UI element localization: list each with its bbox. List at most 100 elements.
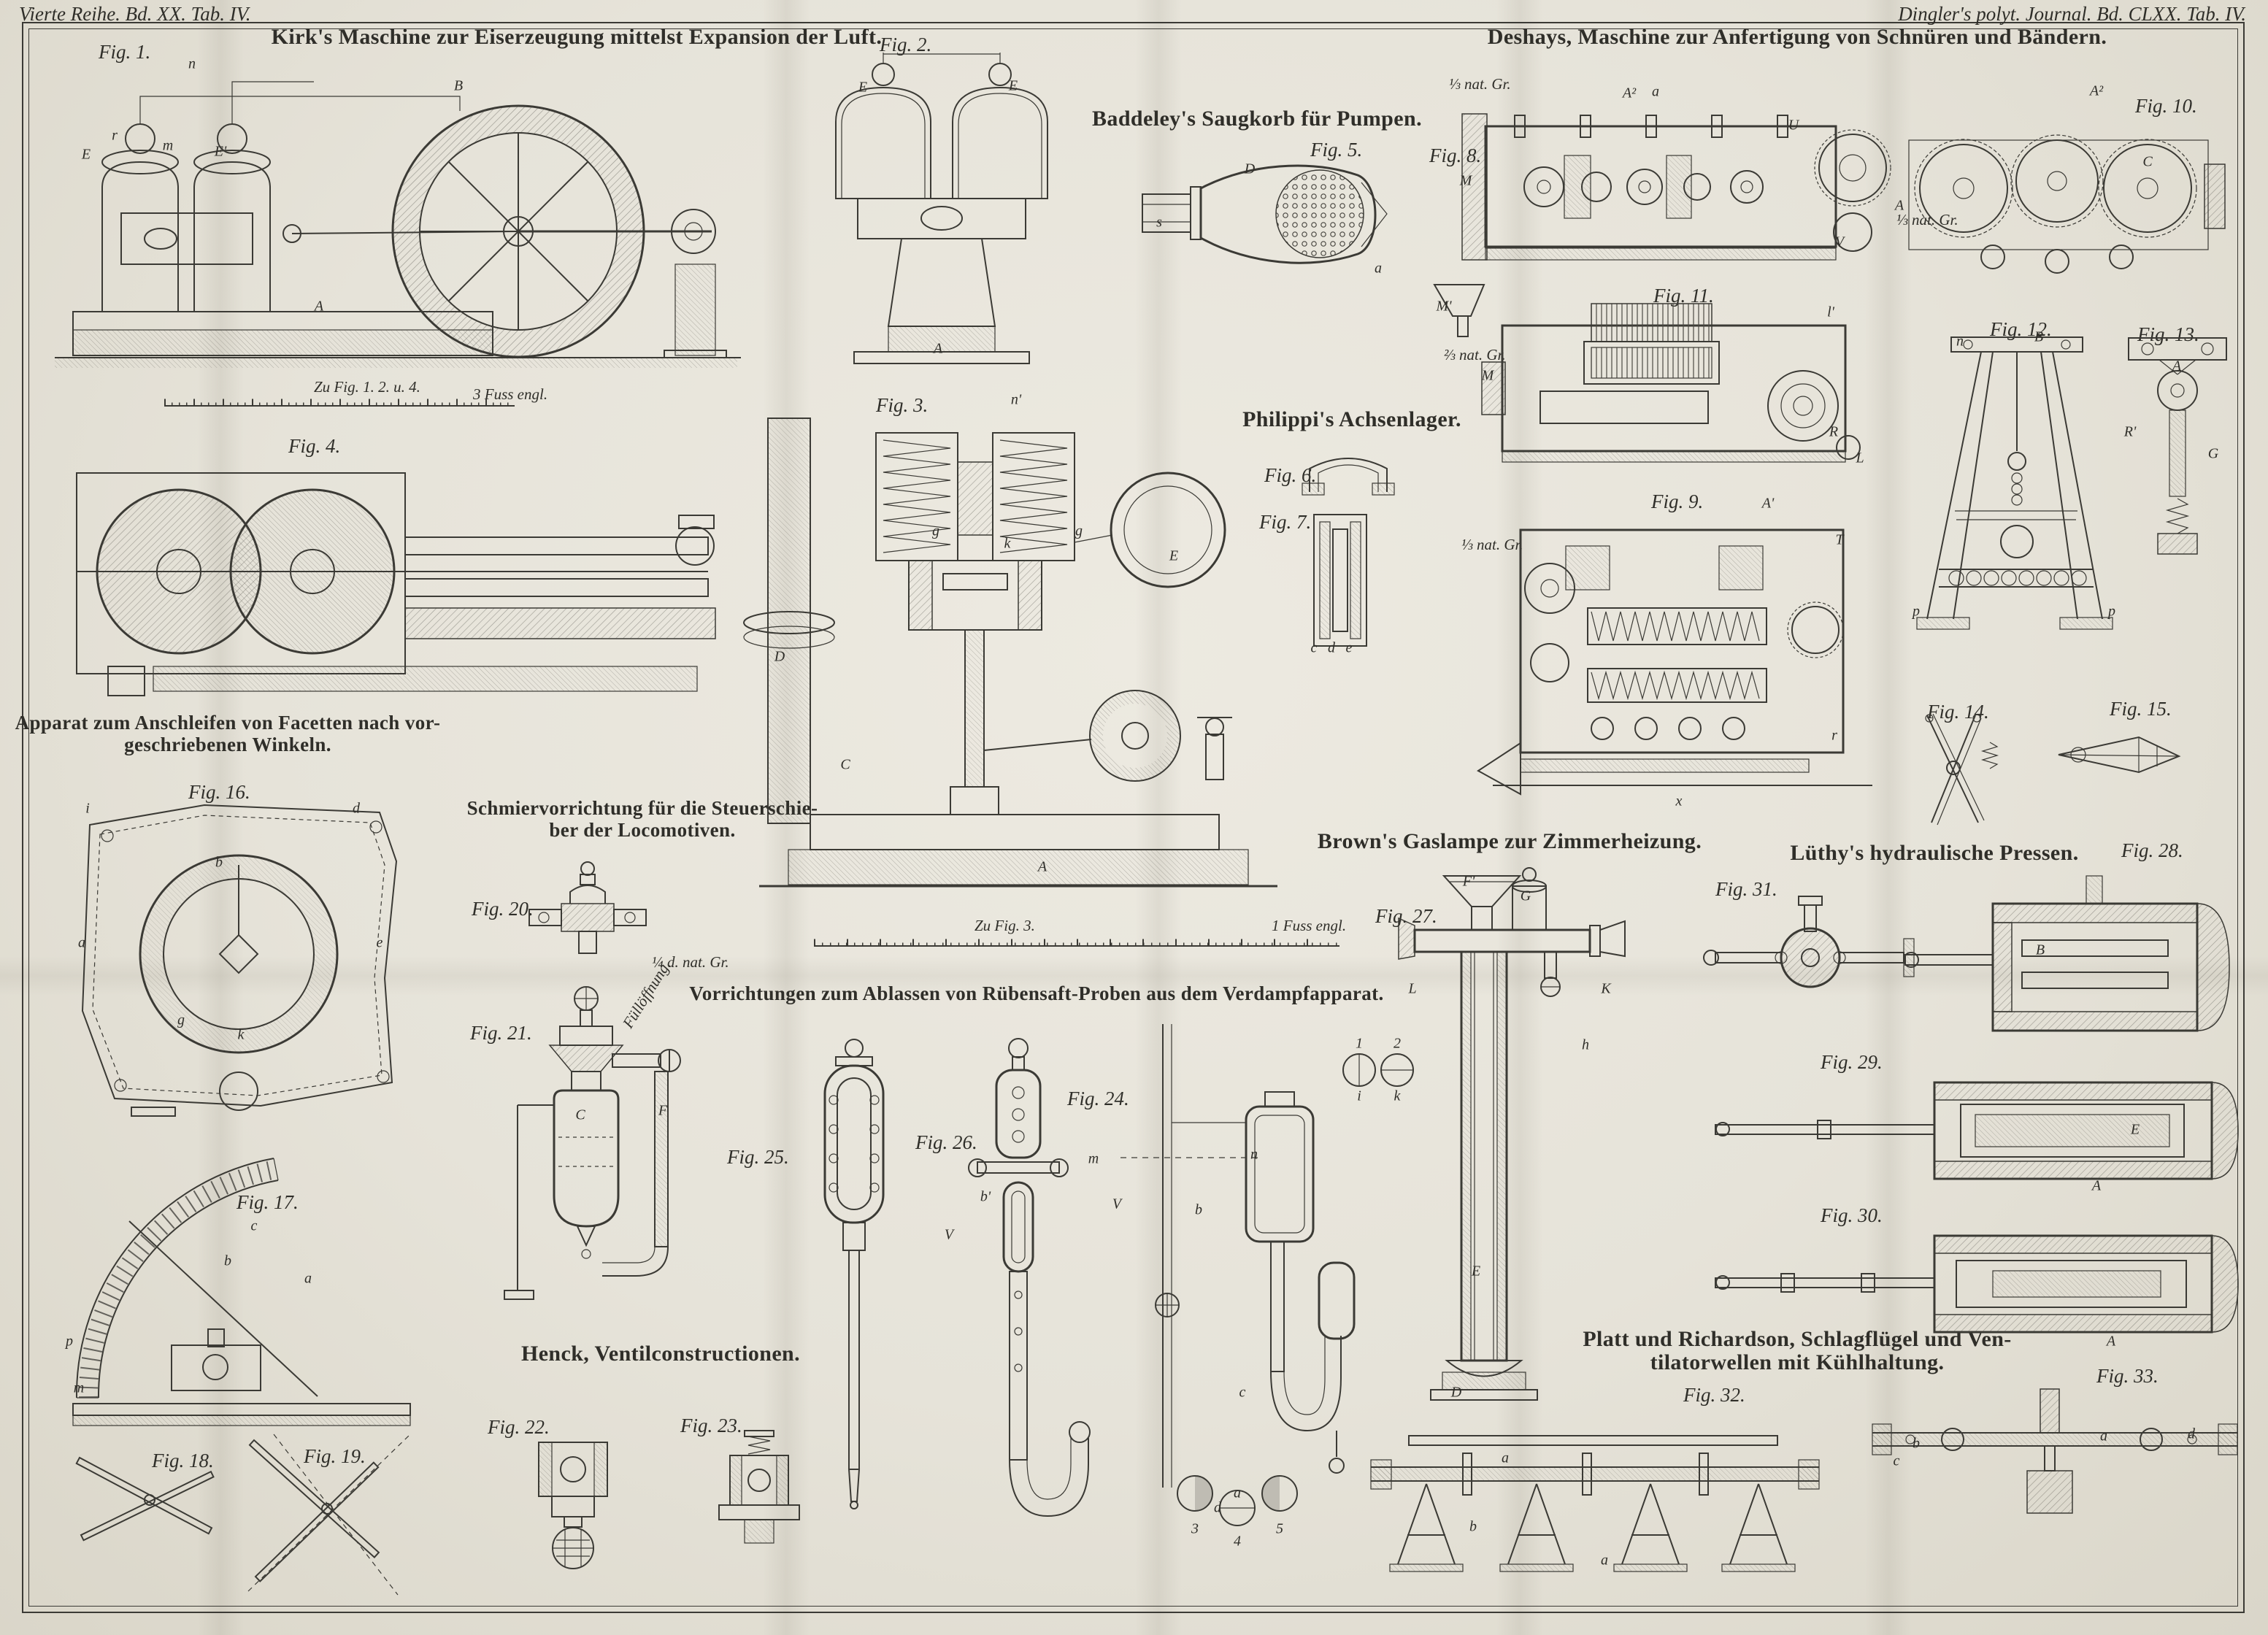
- figure-letter-callout: i: [85, 800, 90, 817]
- fig19-drawing: [247, 1434, 410, 1596]
- section-title-philippi: Philippi's Achsenlager.: [1242, 407, 1461, 431]
- figure-letter-callout: E: [1471, 1263, 1481, 1280]
- figure-letter-callout: n: [1250, 1146, 1258, 1163]
- figure-letter-callout: C: [840, 756, 850, 773]
- fig5-drawing: [1142, 164, 1388, 264]
- figure-letter-callout: d: [353, 800, 360, 817]
- figure-letter-callout: r: [1831, 727, 1837, 744]
- figure-letter-callout: B: [2035, 942, 2045, 958]
- figure-letter-callout: p: [66, 1333, 73, 1350]
- figure-letter-callout: k: [237, 1026, 245, 1043]
- figure-letter-callout: l': [1827, 304, 1834, 320]
- fig7-drawing: [1313, 514, 1367, 647]
- figure-letter-callout: m: [1088, 1150, 1099, 1167]
- figure-letter-callout: 5: [1276, 1520, 1283, 1537]
- fig4-drawing: [76, 472, 716, 696]
- fig-label-13: Fig. 13.: [2137, 323, 2199, 345]
- section-title-brown: Brown's Gaslampe zur Zimmerheizung.: [1317, 829, 1702, 853]
- fig15-drawing: [2058, 736, 2181, 774]
- figure-letter-callout: A: [1894, 197, 1904, 214]
- scale-caption-fig124: Zu Fig. 1. 2. u. 4.: [314, 378, 420, 396]
- figure-letter-callout: i: [1357, 1088, 1361, 1104]
- fig-label-28: Fig. 28.: [2121, 839, 2183, 861]
- fig-label-9: Fig. 9.: [1651, 490, 1704, 512]
- figure-letter-callout: b: [1195, 1201, 1202, 1218]
- section-title-vorrichtungen: Vorrichtungen zum Ablassen von Rübensaft…: [689, 982, 1384, 1004]
- figure-letter-callout: a: [1375, 260, 1382, 277]
- figure-letter-callout: a: [304, 1270, 312, 1287]
- figure-letter-callout: b: [1913, 1435, 1920, 1452]
- fig26-drawing: [968, 1038, 1091, 1517]
- figure-letter-callout: A: [2091, 1177, 2102, 1194]
- figure-letter-callout: M: [1481, 367, 1494, 384]
- fig11-drawing: [1481, 303, 1861, 463]
- figure-letter-callout: G: [2207, 445, 2219, 462]
- section-title-baddeley: Baddeley's Saugkorb für Pumpen.: [1092, 107, 1422, 131]
- figure-letter-callout: B: [2034, 328, 2044, 345]
- scale-bar-fig3: [814, 939, 1339, 947]
- section-title-luethy: Lüthy's hydraulische Pressen.: [1790, 841, 2079, 865]
- figure-letter-callout: K: [1601, 980, 1611, 997]
- fig31-drawing: [1703, 896, 1915, 988]
- fig17-drawing: [72, 1158, 411, 1426]
- figure-letter-callout: U: [1788, 117, 1799, 134]
- fig12-drawing: [1916, 336, 2113, 630]
- figure-letter-callout: m: [73, 1380, 85, 1396]
- figure-letter-callout: C: [2142, 153, 2153, 170]
- figure-letter-callout: d: [2188, 1426, 2195, 1442]
- section-title-schmier-line2: ber der Locomotiven.: [549, 819, 736, 841]
- figure-letter-callout: k: [1394, 1088, 1401, 1104]
- figure-letter-callout: G: [1520, 888, 1531, 904]
- header-series: Vierte Reihe. Bd. XX. Tab. IV.: [19, 3, 251, 25]
- figure-letter-callout: L: [1408, 980, 1417, 997]
- figure-letter-callout: h: [1582, 1036, 1589, 1053]
- fig3-drawing: [743, 418, 1277, 888]
- figure-letter-callout: g: [1075, 523, 1083, 539]
- figure-letter-callout: E: [81, 146, 91, 163]
- figure-letter-callout: E: [858, 79, 868, 96]
- figure-letter-callout: E: [2130, 1121, 2140, 1138]
- fig10-drawing: [1908, 134, 2226, 274]
- figure-letter-callout: M': [1436, 298, 1452, 315]
- scale-note-fig20: ¼ d. nat. Gr.: [652, 953, 729, 971]
- fig33-drawing: [1872, 1388, 2238, 1514]
- figure-letter-callout: C: [575, 1107, 585, 1123]
- scale-note-fig8: ⅓ nat. Gr.: [1449, 75, 1511, 93]
- figure-letter-callout: n': [1010, 391, 1022, 408]
- figure-letter-callout: p: [2108, 603, 2115, 620]
- fig-label-23: Fig. 23.: [680, 1415, 742, 1436]
- fig-label-16: Fig. 16.: [188, 781, 250, 803]
- fig28-drawing: [1903, 875, 2230, 1032]
- fig2-drawing: [835, 53, 1048, 364]
- figure-letter-callout: M: [1459, 172, 1472, 189]
- figure-letter-callout: a: [1502, 1450, 1509, 1466]
- figure-letter-callout: c: [1310, 639, 1318, 656]
- scale-caption-fig3: Zu Fig. 3.: [975, 917, 1035, 934]
- figure-letter-callout: c: [1893, 1453, 1900, 1469]
- fig-label-1: Fig. 1.: [99, 41, 151, 63]
- figure-letter-callout: a: [1652, 83, 1659, 100]
- figure-letter-callout: k: [1004, 535, 1011, 552]
- figure-letter-callout: p: [1913, 603, 1920, 620]
- figure-letter-callout: g: [932, 523, 939, 539]
- fig-label-11: Fig. 11.: [1653, 285, 1714, 307]
- fig-label-19: Fig. 19.: [304, 1445, 366, 1467]
- figure-letter-callout: D: [1244, 161, 1256, 177]
- figure-letter-callout: 3: [1191, 1520, 1199, 1537]
- fig-label-17: Fig. 17.: [237, 1191, 299, 1213]
- fig16-drawing: [81, 804, 398, 1117]
- figure-letter-callout: e: [1345, 639, 1353, 656]
- figure-letter-callout: n: [1956, 333, 1964, 350]
- fig30-drawing: [1715, 1234, 2239, 1334]
- fig29-drawing: [1715, 1081, 2239, 1180]
- fig9-drawing: [1477, 528, 1872, 796]
- section-title-kirk: Kirk's Maschine zur Eiserzeugung mittels…: [271, 25, 883, 49]
- section-title-deshays: Deshays, Maschine zur Anfertigung von Sc…: [1487, 25, 2107, 49]
- figure-letter-callout: V: [944, 1226, 954, 1243]
- figure-letter-callout: A: [1037, 858, 1047, 875]
- fig27-drawing: [1398, 867, 1626, 1401]
- fig6-drawing: [1302, 458, 1395, 496]
- fig-label-18: Fig. 18.: [152, 1450, 214, 1472]
- figure-letter-callout: a: [78, 934, 85, 951]
- scale-unit-fig3: 1 Fuss engl.: [1272, 917, 1347, 934]
